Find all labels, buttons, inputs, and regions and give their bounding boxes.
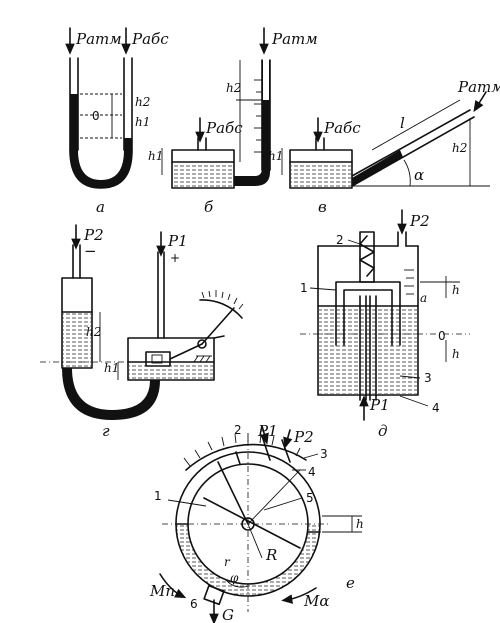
figure-b-cup-manometer: Pабс h2 h1 Pатм б xyxy=(148,27,318,216)
h1-label-v: h1 xyxy=(268,149,283,163)
p1-label-g: P1 xyxy=(167,232,188,250)
zero-label-d: 0 xyxy=(438,329,446,343)
num-1-d: 1 xyxy=(300,281,308,295)
alpha-label: α xyxy=(414,166,424,184)
num-6-e: 6 xyxy=(190,597,198,611)
pabs-label-v: Pабс xyxy=(323,119,361,137)
pabs-label-b: Pабс xyxy=(205,119,243,137)
p2-label-g: P2 xyxy=(83,226,104,244)
patm-label-a: Pатм xyxy=(75,30,122,48)
figure-d-bell-manometer: P2 P1 a 0 h h 2 1 3 4 xyxy=(300,209,470,440)
r-label: r xyxy=(224,555,231,569)
p2-label-e: P2 xyxy=(293,428,314,446)
pabs-label-a: Pабс xyxy=(131,30,169,48)
h2-label-b: h2 xyxy=(226,81,241,95)
num-4-d: 4 xyxy=(432,401,440,415)
h2-label-v: h2 xyxy=(452,141,467,155)
caption-d: д xyxy=(378,422,388,440)
p2-label-d: P2 xyxy=(409,212,430,230)
Ma-label: Mα xyxy=(303,592,330,610)
Mn-label: Mn xyxy=(149,582,175,600)
h2-label-a: h2 xyxy=(135,95,150,109)
num-4-e: 4 xyxy=(308,465,316,479)
R-label: R xyxy=(265,546,277,564)
patm-label-b: Pатм xyxy=(271,30,318,48)
h-label-d-top: h xyxy=(452,283,460,297)
num-3-d: 3 xyxy=(424,371,432,385)
h1-label-g: h1 xyxy=(104,361,119,375)
plus-label-g: + xyxy=(170,251,180,265)
num-3-e: 3 xyxy=(320,447,328,461)
p1-label-d: P1 xyxy=(369,396,390,414)
figure-g-float-manometer: P2 − P1 + h2 h1 xyxy=(40,224,244,440)
figure-a-u-tube: 0 h2 h1 Pатм Pабс а xyxy=(65,27,169,216)
num-2-d: 2 xyxy=(336,233,344,247)
zero-label: 0 xyxy=(92,109,100,123)
num-2-e: 2 xyxy=(234,423,242,437)
l-label: l xyxy=(400,114,405,132)
a-label: a xyxy=(420,291,427,305)
minus-label-g: − xyxy=(84,242,97,260)
h1-label-a: h1 xyxy=(135,115,150,129)
figure-v-inclined-manometer: Pабс α l h2 h1 Pатм в xyxy=(268,78,500,216)
figure-e-ring-manometer: R r φ G Mn Mα P1 P2 h 2 3 4 5 1 6 xyxy=(149,422,364,623)
p1-label-e: P1 xyxy=(257,422,278,440)
h-label-e: h xyxy=(356,517,364,531)
phi-label: φ xyxy=(230,571,239,585)
h-label-d-bottom: h xyxy=(452,347,460,361)
patm-label-v: Pатм xyxy=(457,78,500,96)
h1-label-b: h1 xyxy=(148,149,163,163)
caption-b: б xyxy=(204,198,214,216)
G-label: G xyxy=(222,606,234,623)
caption-v: в xyxy=(318,198,327,216)
num-5-e: 5 xyxy=(306,491,314,505)
caption-e: е xyxy=(346,574,355,592)
caption-g: г xyxy=(102,422,110,440)
caption-a: а xyxy=(96,198,105,216)
h2-label-g: h2 xyxy=(86,325,101,339)
num-1-e: 1 xyxy=(154,489,162,503)
